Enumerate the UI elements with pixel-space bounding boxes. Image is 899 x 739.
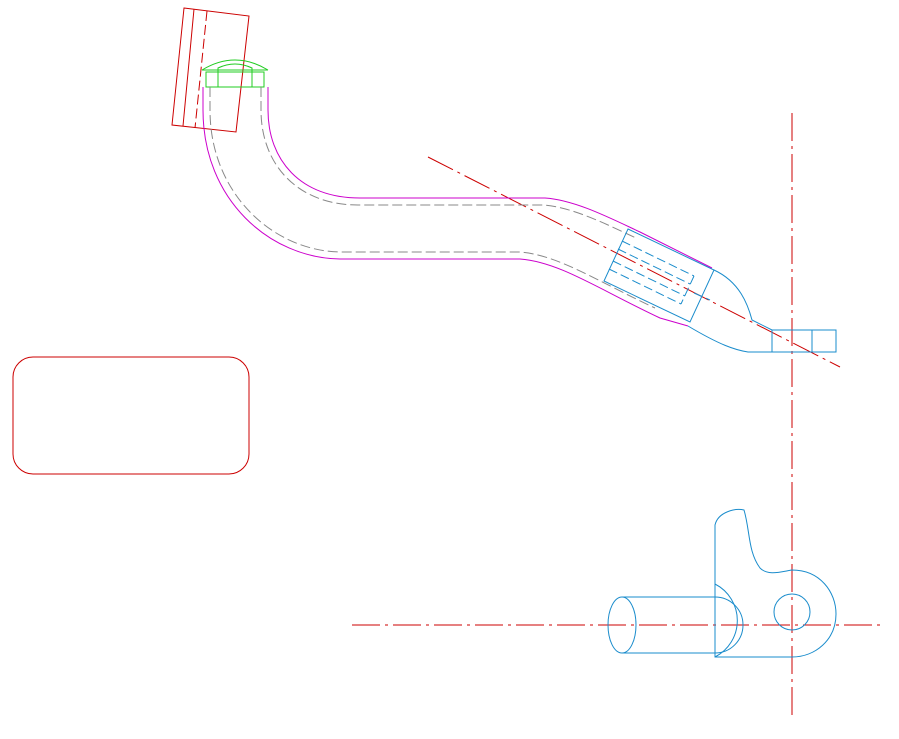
fitting-body: [205, 71, 265, 88]
hub-arc-outer: [714, 583, 738, 658]
bracket-sleeve-hidden: [608, 240, 711, 305]
pipe: [202, 87, 713, 327]
fitting-inner-cap: [217, 63, 253, 72]
bracket-arm: [687, 269, 837, 353]
flange-block-outline: [171, 7, 250, 133]
fitting-dome: [201, 59, 269, 71]
flange-block: [171, 7, 250, 133]
pipe-end-bracket: [603, 228, 837, 353]
side-view-part: [607, 509, 837, 658]
flange-block-line-1: [182, 8, 195, 127]
pivot-hole: [773, 593, 811, 631]
diagonal-centerline: [427, 156, 841, 368]
pipe-inner-contour: [267, 87, 713, 269]
bracket-sleeve: [603, 228, 715, 323]
flange-block-line-2: [194, 10, 208, 129]
centerlines: [352, 113, 882, 718]
pipe-outer-contour: [202, 87, 689, 327]
pipe-hidden-line-outer: [209, 87, 656, 309]
hub-arc-inner: [714, 596, 744, 654]
lever-body: [714, 509, 837, 658]
pipe-hidden-line-inner: [260, 87, 637, 239]
fitting: [201, 59, 269, 88]
rounded-frame: [12, 356, 250, 475]
